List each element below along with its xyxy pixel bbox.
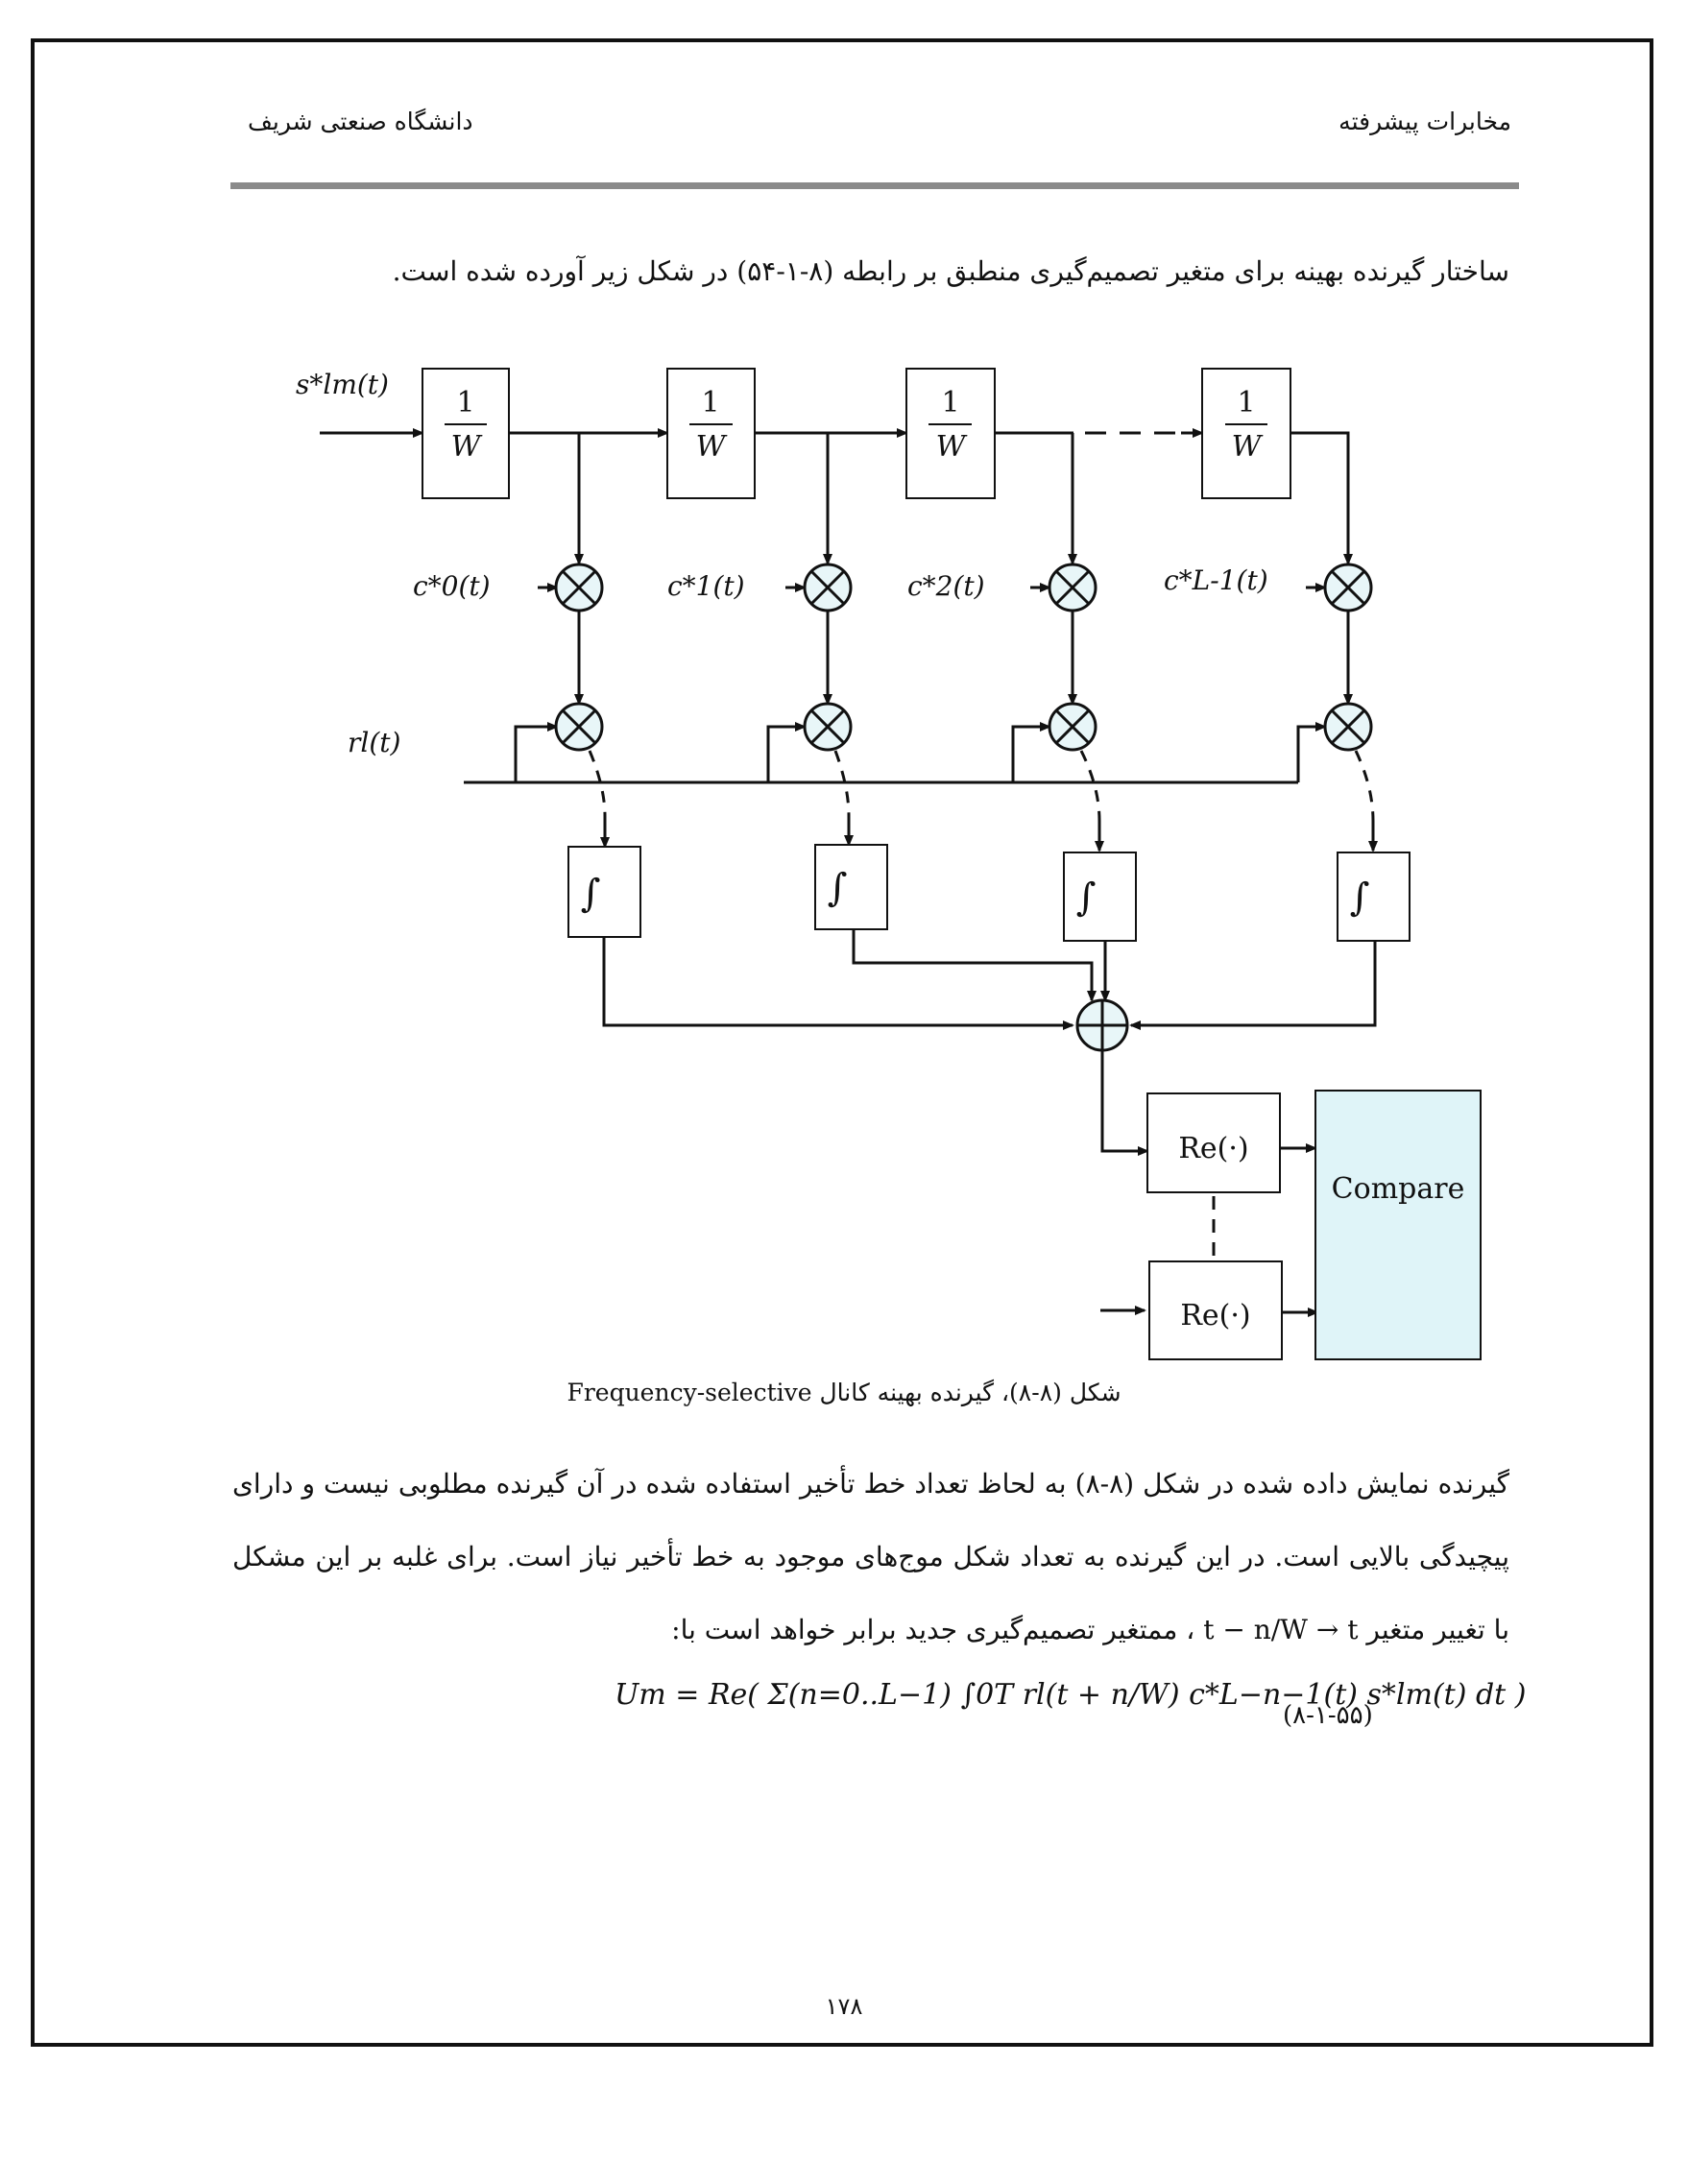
delay-num: 1 (1237, 386, 1255, 420)
header-course-title: مخابرات پیشرفته (1338, 108, 1511, 135)
tap-label-2: c*2(t) (907, 570, 985, 602)
delay-box (1201, 368, 1291, 499)
integrator-symbol: ∫ (1076, 876, 1097, 920)
header-rule (230, 182, 1519, 189)
re-label: Re(·) (1178, 1132, 1248, 1165)
delay-num: 1 (701, 386, 719, 420)
re-label: Re(·) (1180, 1299, 1250, 1332)
re-block-2 (1148, 1260, 1283, 1360)
delay-den: W (696, 430, 728, 464)
delay-num: 1 (456, 386, 474, 420)
delay-box (422, 368, 510, 499)
integrator-symbol: ∫ (828, 866, 848, 910)
figure-caption: شکل (۸-۸)، گیرنده بهینه کانال Frequency-… (567, 1379, 1121, 1406)
tap-label-0: c*0(t) (413, 570, 491, 602)
body-paragraph: گیرنده نمایش داده شده در شکل (۸-۸) به لح… (232, 1468, 1509, 1645)
delay-den: W (451, 430, 483, 464)
intro-paragraph: ساختار گیرنده بهینه برای متغیر تصمیم‌گیر… (392, 255, 1509, 287)
delay-box (666, 368, 756, 499)
header-university: دانشگاه صنعتی شریف (248, 108, 473, 135)
integrator-symbol: ∫ (581, 872, 601, 916)
delay-blocks (422, 368, 1291, 499)
integrator-box (1063, 852, 1137, 942)
delay-num: 1 (941, 386, 959, 420)
page-frame (31, 38, 1653, 2047)
integrator-box (567, 846, 641, 938)
page-number: ۱۷۸ (825, 1993, 863, 2020)
delay-den: W (1232, 430, 1264, 464)
input-label: s*lm(t) (296, 369, 389, 400)
re-block-1 (1146, 1092, 1281, 1193)
integrators (567, 844, 1411, 942)
compare-label: Compare (1332, 1172, 1465, 1206)
delay-box (905, 368, 996, 499)
equation-number: (۸-۱-۵۵) (1283, 1701, 1373, 1730)
integrator-box (1337, 852, 1411, 942)
integrator-box (814, 844, 888, 930)
delay-den: W (936, 430, 968, 464)
received-label: rl(t) (348, 727, 400, 758)
integrator-symbol: ∫ (1350, 876, 1370, 920)
tap-label-1: c*1(t) (667, 570, 745, 602)
tap-label-3: c*L-1(t) (1164, 564, 1268, 596)
equation-text: Um = Re( Σ(n=0..L−1) ∫0T rl(t + n/W) c*L… (615, 1678, 1527, 1712)
compare-block (1314, 1090, 1482, 1360)
